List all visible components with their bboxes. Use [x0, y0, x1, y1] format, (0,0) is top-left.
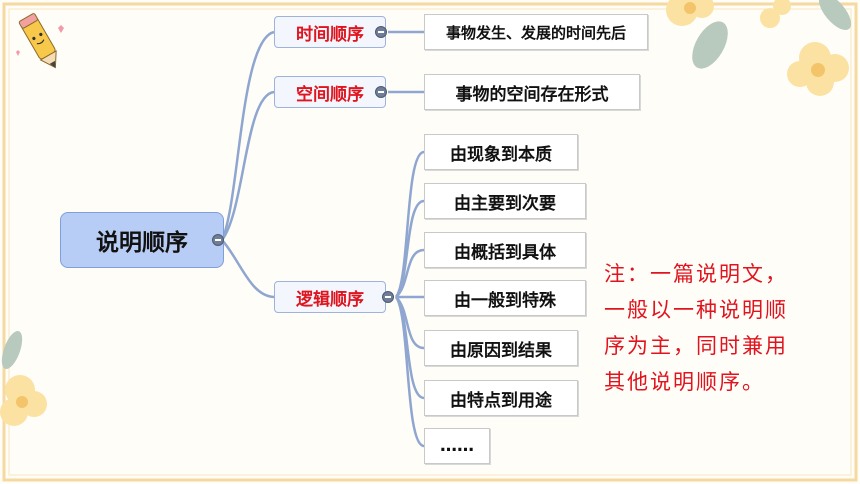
leaf-logic-6[interactable]: ……: [424, 428, 490, 464]
leaf-time-0[interactable]: 事物发生、发展的时间先后: [424, 14, 648, 50]
leaf-logic-1[interactable]: 由主要到次要: [424, 183, 586, 219]
leaf-label: 由概括到具体: [454, 242, 556, 263]
leaf-label: ……: [440, 436, 474, 456]
branch-logic-order[interactable]: 逻辑顺序: [274, 281, 386, 313]
leaf-label: 由主要到次要: [454, 193, 556, 214]
connector-logic-leaf-6: [394, 296, 425, 448]
branch-time-order[interactable]: 时间顺序: [274, 16, 386, 48]
pencil-mascot-icon: [16, 13, 64, 69]
leaf-logic-4[interactable]: 由原因到结果: [424, 330, 578, 366]
flower-decoration-icon: [666, 0, 852, 96]
leaf-logic-2[interactable]: 由概括到具体: [424, 232, 586, 268]
leaf-label: 事物的空间存在形式: [455, 84, 609, 105]
leaf-label: 事物发生、发展的时间先后: [445, 23, 626, 42]
connector-logic: [221, 239, 275, 299]
connector-time: [220, 30, 275, 241]
branch-space-order[interactable]: 空间顺序: [274, 76, 386, 108]
branch-label: 空间顺序: [296, 84, 364, 105]
leaf-decoration-icon: [0, 331, 47, 426]
branch-label: 时间顺序: [296, 24, 364, 45]
connector-logic-leaf-1: [394, 199, 425, 298]
root-label: 说明顺序: [96, 230, 188, 256]
leaf-logic-3[interactable]: 由一般到特殊: [424, 280, 586, 316]
leaf-space-0[interactable]: 事物的空间存在形式: [424, 74, 640, 110]
leaf-logic-5[interactable]: 由特点到用途: [424, 380, 578, 416]
connector-space: [220, 90, 275, 241]
leaf-label: 由特点到用途: [450, 390, 552, 411]
collapse-toggle-icon[interactable]: [375, 86, 387, 98]
connector-logic-leaf-2: [395, 248, 425, 298]
note-text: 注：一篇说明文， 一般以一种说明顺 序为主，同时兼用 其他说明顺序。: [604, 262, 788, 394]
leaf-logic-0[interactable]: 由现象到本质: [424, 134, 578, 170]
leaf-label: 由一般到特殊: [454, 290, 556, 311]
leaf-label: 由现象到本质: [450, 144, 552, 165]
root-node[interactable]: 说明顺序: [60, 212, 224, 268]
branch-label: 逻辑顺序: [296, 289, 364, 310]
leaf-label: 由原因到结果: [450, 340, 552, 361]
collapse-toggle-icon[interactable]: [212, 234, 224, 246]
collapse-toggle-icon[interactable]: [382, 291, 394, 303]
collapse-toggle-icon[interactable]: [375, 26, 387, 38]
